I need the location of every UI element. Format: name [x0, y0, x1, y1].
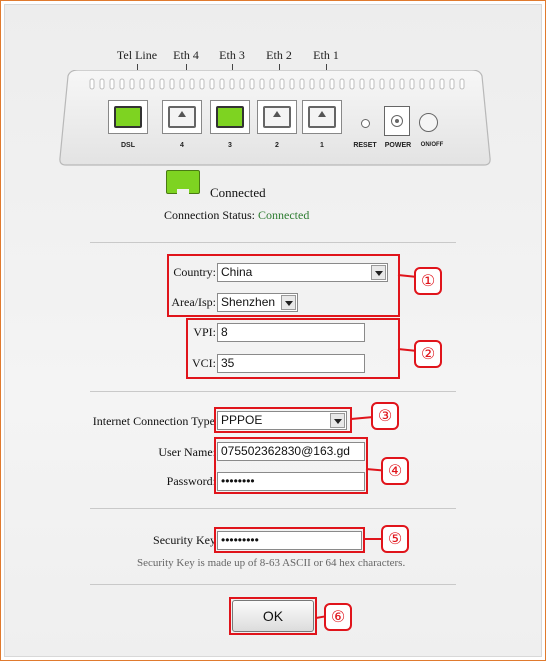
security-key-input[interactable]: •••••••••: [217, 531, 362, 550]
divider: [90, 508, 456, 509]
annotation-box-1: [167, 254, 400, 317]
connection-type-select[interactable]: PPPOE: [217, 411, 347, 430]
eth1-port: [302, 100, 342, 134]
connection-type-label: Internet Connection Type: [92, 414, 215, 428]
port-label-eth1: Eth 1: [313, 48, 339, 62]
power-jack-icon: [384, 106, 410, 136]
annotation-box-5: [214, 527, 365, 553]
country-select[interactable]: China: [217, 263, 388, 282]
divider: [90, 584, 456, 585]
port-label-eth2: Eth 2: [266, 48, 292, 62]
chevron-down-icon[interactable]: [281, 295, 296, 310]
security-key-label: Security Key: [153, 533, 216, 547]
port-number-2: 2: [275, 142, 279, 149]
annotation-connector: [363, 538, 383, 540]
annotation-badge-2: ②: [414, 340, 442, 368]
annotation-box-3: [214, 407, 352, 433]
annotation-box-4: [214, 437, 368, 494]
area-isp-value: Shenzhen: [221, 295, 276, 309]
connection-type-value: PPPOE: [221, 413, 263, 427]
eth4-port: [162, 100, 202, 134]
connected-port-icon: [166, 170, 200, 194]
annotation-badge-5: ⑤: [381, 525, 409, 553]
annotation-badge-3: ③: [371, 402, 399, 430]
vpi-input[interactable]: 8: [217, 323, 365, 342]
port-number-4: 4: [180, 142, 184, 149]
password-input[interactable]: ••••••••: [217, 472, 365, 491]
ok-button-label: OK: [262, 608, 284, 624]
onoff-label: ON/OFF: [420, 142, 444, 148]
annotation-box-2: [186, 318, 400, 379]
annotation-badge-4: ④: [381, 457, 409, 485]
dsl-port: [108, 100, 148, 134]
divider: [90, 242, 456, 243]
port-number-dsl: DSL: [121, 142, 135, 149]
port-label-eth3: Eth 3: [219, 48, 245, 62]
divider: [90, 391, 456, 392]
annotation-box-6: [229, 597, 317, 635]
chevron-down-icon[interactable]: [330, 413, 345, 428]
onoff-switch-icon: [419, 113, 438, 132]
status-value: Connected: [258, 208, 310, 222]
port-label-tel-line: Tel Line: [116, 48, 158, 62]
vci-input[interactable]: 35: [217, 354, 365, 373]
ok-button[interactable]: OK: [232, 600, 314, 632]
eth2-port: [257, 100, 297, 134]
router-illustration: Tel Line Eth 4 Eth 3 Eth 2 Eth 1: [0, 0, 546, 170]
annotation-badge-6: ⑥: [324, 603, 352, 631]
chevron-down-icon[interactable]: [371, 265, 386, 280]
security-key-hint: Security Key is made up of 8-63 ASCII or…: [137, 557, 406, 569]
port-connected-fill: [114, 106, 142, 128]
password-label: Password:: [166, 474, 216, 488]
vci-label: VCI:: [192, 356, 216, 370]
reset-hole-icon: [361, 119, 370, 128]
area-isp-select[interactable]: Shenzhen: [217, 293, 298, 312]
power-label: POWER: [384, 142, 412, 149]
port-label-eth4: Eth 4: [173, 48, 199, 62]
port-number-1: 1: [320, 142, 324, 149]
port-arrow-icon: [273, 111, 281, 117]
vpi-label: VPI:: [193, 325, 216, 339]
status-label: Connection Status:: [164, 208, 255, 222]
country-value: China: [221, 265, 253, 279]
area-isp-label: Area/Isp:: [171, 295, 216, 309]
country-label: Country:: [173, 265, 216, 279]
reset-label: RESET: [353, 142, 377, 149]
port-arrow-icon: [178, 111, 186, 117]
port-arrow-icon: [318, 111, 326, 117]
annotation-badge-1: ①: [414, 267, 442, 295]
eth3-port: [210, 100, 250, 134]
username-input[interactable]: 075502362830@163.gd: [217, 442, 365, 461]
port-number-3: 3: [228, 142, 232, 149]
port-connected-fill: [216, 106, 244, 128]
username-label: User Name:: [158, 445, 216, 459]
connection-status: Connection Status: Connected: [164, 208, 309, 223]
legend-connected-text: Connected: [210, 185, 266, 200]
